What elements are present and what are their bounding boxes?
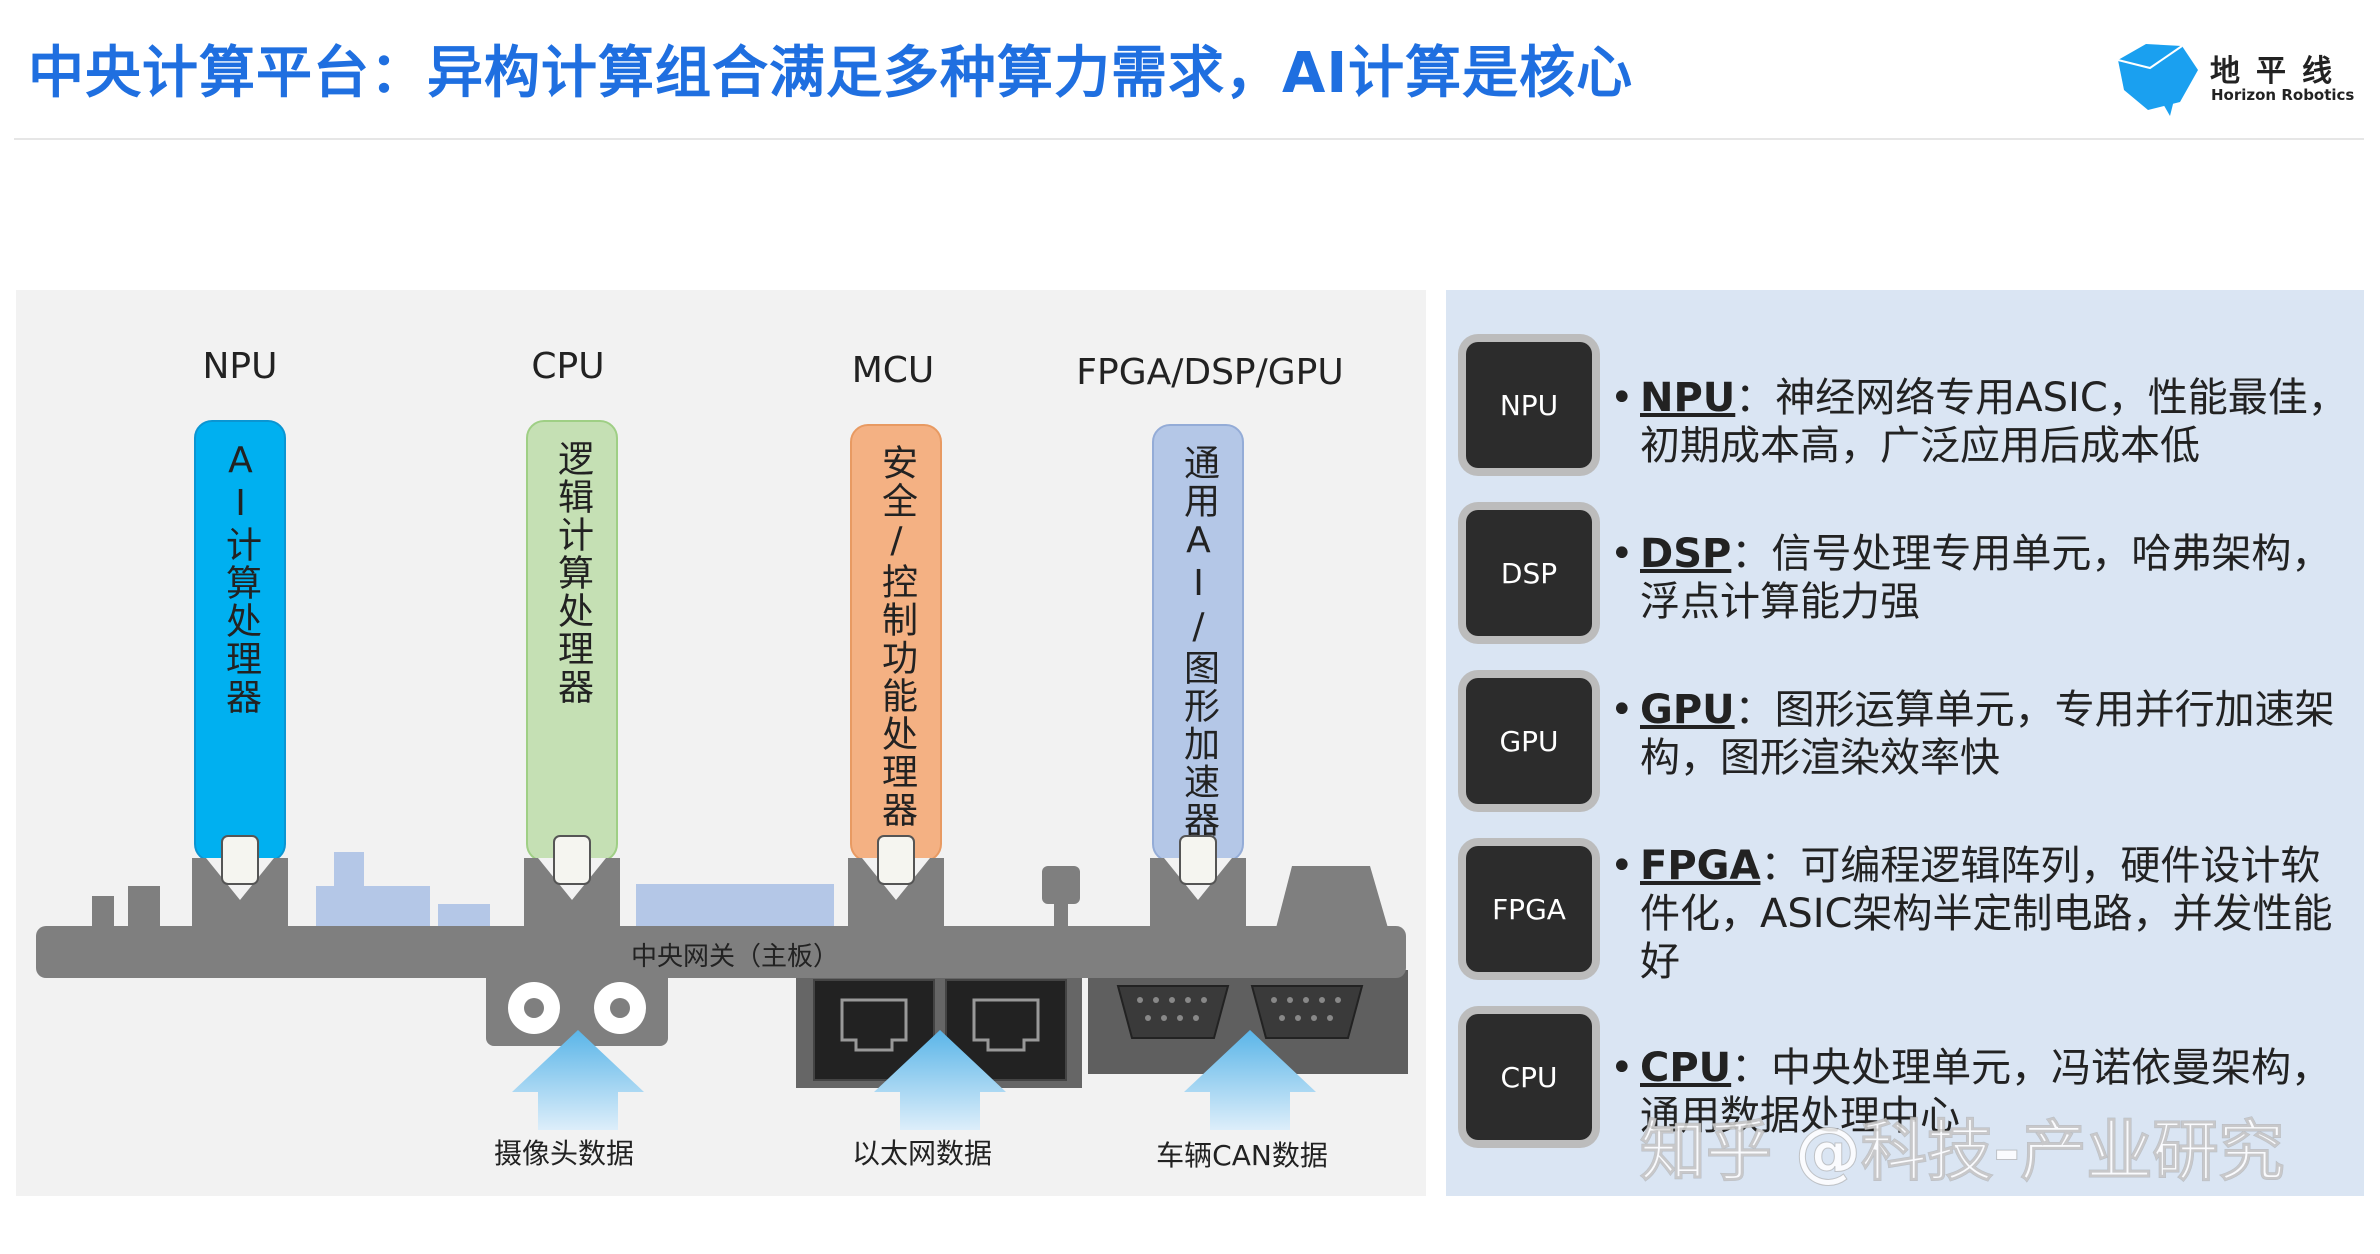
desc-text-cpu: ：中央处理单元，冯诺依曼架构，通用数据处理中心	[1640, 1045, 2332, 1139]
desc-text-fpga: ：可编程逻辑阵列，硬件设计软件化，ASIC架构半定制电路，并发性能好	[1640, 843, 2333, 985]
chip-label-npu: NPU	[1499, 388, 1559, 422]
bullet-icon: •	[1610, 687, 1634, 733]
processor-label-cpu: CPU	[531, 346, 605, 387]
logo-text-en: Horizon Robotics	[2211, 86, 2355, 104]
chip-label-dsp: DSP	[1500, 556, 1558, 590]
processor-label-fpga-dsp-gpu: FPGA/DSP/GPU	[1076, 352, 1344, 393]
input-label-ethernet: 以太网数据	[851, 1137, 993, 1170]
term-gpu: GPU	[1640, 687, 1735, 733]
description-cpu: • CPU：中央处理单元，冯诺依曼架构，通用数据处理中心	[1610, 1044, 2350, 1140]
processor-label-npu: NPU	[202, 346, 278, 387]
term-npu: NPU	[1640, 375, 1736, 421]
description-gpu: • GPU：图形运算单元，专用并行加速架构，图形渲染效率快	[1610, 686, 2350, 782]
chip-icon-fpga: FPGA	[1452, 832, 1606, 986]
horizon-logo-icon	[2117, 44, 2198, 116]
description-npu: • NPU：神经网络专用ASIC，性能最佳，初期成本高，广泛应用后成本低	[1610, 374, 2350, 470]
processor-text-mcu: 安全/控制功能处理器	[876, 444, 917, 829]
processor-text-cpu: 逻辑计算处理器	[552, 440, 593, 706]
chip-icon-gpu: GPU	[1452, 664, 1606, 818]
processor-text-gpu: 通用AI/图形加速器	[1178, 444, 1219, 839]
chip-label-fpga: FPGA	[1492, 892, 1566, 926]
bullet-icon: •	[1610, 1045, 1634, 1091]
processor-pill-gpu: 通用AI/图形加速器	[1152, 424, 1244, 862]
watermark: 知乎 @科技-产业研究	[1639, 1113, 2285, 1191]
bullet-icon: •	[1610, 531, 1634, 577]
desc-text-dsp: ：信号处理专用单元，哈弗架构，浮点计算能力强	[1640, 531, 2332, 625]
processor-pill-npu: AI计算处理器	[194, 420, 286, 862]
processor-label-mcu: MCU	[851, 350, 935, 391]
term-dsp: DSP	[1640, 531, 1732, 577]
term-fpga: FPGA	[1640, 843, 1761, 889]
processor-description-panel	[1446, 290, 2364, 1196]
term-cpu: CPU	[1640, 1045, 1732, 1091]
input-label-camera: 摄像头数据	[493, 1137, 635, 1170]
chip-icon-cpu: CPU	[1452, 1000, 1606, 1154]
page-title: 中央计算平台：异构计算组合满足多种算力需求，AI计算是核心	[28, 41, 1634, 106]
processor-text-npu: AI计算处理器	[220, 440, 261, 716]
desc-text-npu: ：神经网络专用ASIC，性能最佳，初期成本高，广泛应用后成本低	[1640, 375, 2348, 469]
processor-pill-cpu: 逻辑计算处理器	[526, 420, 618, 862]
bullet-icon: •	[1610, 375, 1634, 421]
chip-icon-dsp: DSP	[1452, 496, 1606, 650]
bullet-icon: •	[1610, 843, 1634, 889]
chip-label-gpu: GPU	[1499, 724, 1559, 758]
chip-label-cpu: CPU	[1500, 1060, 1558, 1094]
header-divider	[14, 138, 2364, 140]
central-gateway-board	[36, 926, 1406, 978]
desc-text-gpu: ：图形运算单元，专用并行加速架构，图形渲染效率快	[1640, 687, 2335, 781]
mainboard-graphic	[92, 835, 1408, 1130]
input-label-can: 车辆CAN数据	[1156, 1139, 1328, 1172]
description-fpga: • FPGA：可编程逻辑阵列，硬件设计软件化，ASIC架构半定制电路，并发性能好	[1610, 842, 2350, 986]
processor-pill-mcu: 安全/控制功能处理器	[850, 424, 942, 862]
description-dsp: • DSP：信号处理专用单元，哈弗架构，浮点计算能力强	[1610, 530, 2350, 626]
chip-icon-npu: NPU	[1452, 328, 1606, 482]
board-label: 中央网关（主板）	[630, 942, 839, 972]
logo-text-cn: 地平线	[2210, 54, 2348, 89]
